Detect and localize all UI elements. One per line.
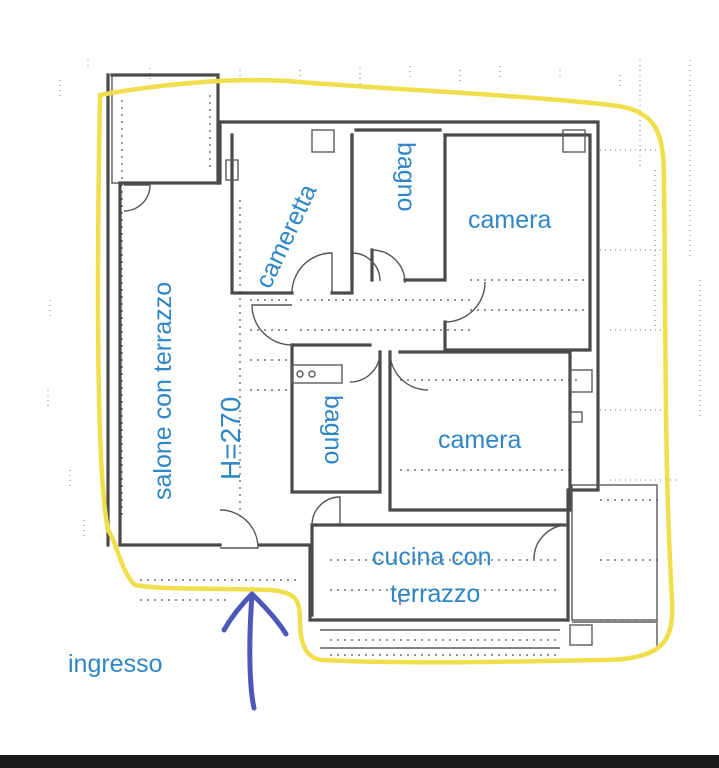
highlight-outline [95, 77, 675, 665]
label-camera-mid: camera [438, 426, 521, 454]
label-cameretta: cameretta [250, 180, 322, 293]
label-bagno-mid: bagno [319, 395, 347, 465]
label-salone: salone con terrazzo [149, 282, 177, 500]
walls [106, 73, 658, 650]
entrance-arrow [221, 591, 289, 711]
label-cucina-line2: terrazzo [390, 580, 480, 608]
entrance-label: ingresso [68, 650, 163, 678]
label-bagno-top: bagno [392, 142, 420, 212]
ceiling-height-label: H=270 [215, 397, 246, 480]
bottom-bar [0, 755, 719, 768]
label-cucina-line1: cucina con [372, 543, 492, 571]
label-camera-top: camera [468, 206, 551, 234]
door-swings [123, 184, 569, 560]
